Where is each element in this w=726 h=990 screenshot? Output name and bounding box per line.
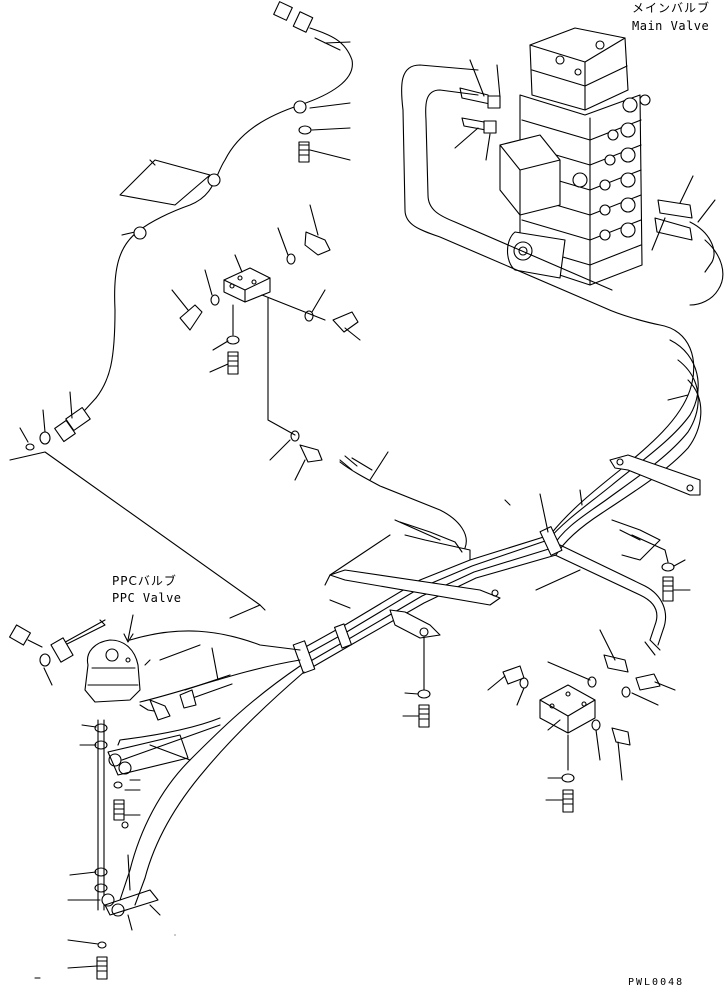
ppc-valve xyxy=(9,614,233,721)
ppc-valve-label-en: PPC Valve xyxy=(112,591,182,605)
distribution-block-lower xyxy=(487,629,676,813)
hose-bundle xyxy=(292,324,702,674)
clamp-assembly xyxy=(34,719,191,980)
drawing-code: PWL0048 xyxy=(628,977,685,988)
main-valve xyxy=(454,27,716,286)
main-valve-label-jp: メインバルブ xyxy=(632,1,711,15)
distribution-block-upper xyxy=(171,204,361,436)
ppc-valve-label-jp: PPCバルブ xyxy=(112,574,177,588)
main-valve-label-en: Main Valve xyxy=(632,19,710,33)
upper-hose xyxy=(95,1,353,399)
